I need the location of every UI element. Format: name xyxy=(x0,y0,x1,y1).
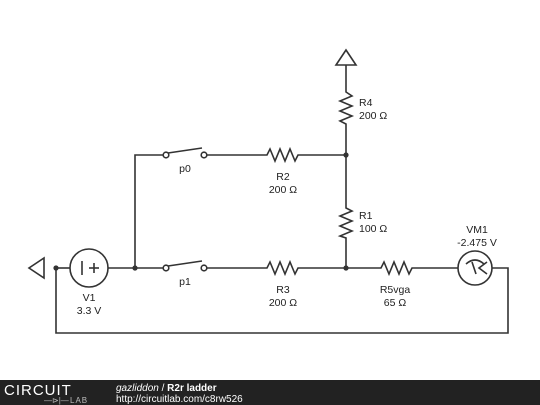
node-top xyxy=(343,152,349,158)
project-url[interactable]: http://circuitlab.com/c8rw526 xyxy=(116,394,243,405)
wires xyxy=(55,65,509,334)
r4-value: 200 Ω xyxy=(359,110,387,122)
r3-name: R3 xyxy=(276,284,290,296)
ground-top-icon xyxy=(334,48,358,66)
vm1-name: VM1 xyxy=(466,224,488,236)
ground-left-icon xyxy=(27,256,45,280)
switch-p0[interactable] xyxy=(162,147,208,159)
node-left xyxy=(132,265,138,271)
footer-bar: CIRCUIT —⊳|— LAB gazliddon / R2r ladder … xyxy=(0,380,540,405)
r1-resistor[interactable] xyxy=(337,203,355,240)
node-ground xyxy=(53,265,59,271)
vm1-value: -2.475 V xyxy=(457,237,497,249)
r2-resistor[interactable] xyxy=(262,146,300,164)
circuit-schematic: R4 200 Ω R2 200 Ω R1 100 Ω R3 200 Ω R5vg… xyxy=(27,48,509,334)
r5vga-resistor[interactable] xyxy=(376,259,414,277)
byline: gazliddon / R2r ladder xyxy=(116,383,217,394)
r2-name: R2 xyxy=(276,171,290,183)
logo-circuit-mark-icon: —⊳|— xyxy=(44,396,69,405)
r3-resistor[interactable] xyxy=(262,259,300,277)
v1-voltage-source[interactable] xyxy=(69,248,109,288)
p1-label: p1 xyxy=(179,276,191,288)
switch-p1[interactable] xyxy=(162,260,208,272)
r1-value: 100 Ω xyxy=(359,223,387,235)
v1-value: 3.3 V xyxy=(77,305,102,317)
v1-name: V1 xyxy=(83,292,96,304)
r1-name: R1 xyxy=(359,210,373,222)
project-title[interactable]: R2r ladder xyxy=(167,383,217,394)
vm1-voltmeter[interactable] xyxy=(457,250,493,286)
p0-label: p0 xyxy=(179,163,191,175)
byline-separator: / xyxy=(158,383,168,394)
r5vga-name: R5vga xyxy=(380,284,411,296)
r2-value: 200 Ω xyxy=(269,184,297,196)
r4-resistor[interactable] xyxy=(337,85,355,130)
circuitlab-logo-sub: LAB xyxy=(70,396,89,405)
r4-name: R4 xyxy=(359,97,373,109)
r5vga-value: 65 Ω xyxy=(384,297,407,309)
node-bottom xyxy=(343,265,349,271)
r3-value: 200 Ω xyxy=(269,297,297,309)
circuitlab-logo[interactable]: CIRCUIT xyxy=(4,382,72,399)
author-link[interactable]: gazliddon xyxy=(116,383,159,394)
